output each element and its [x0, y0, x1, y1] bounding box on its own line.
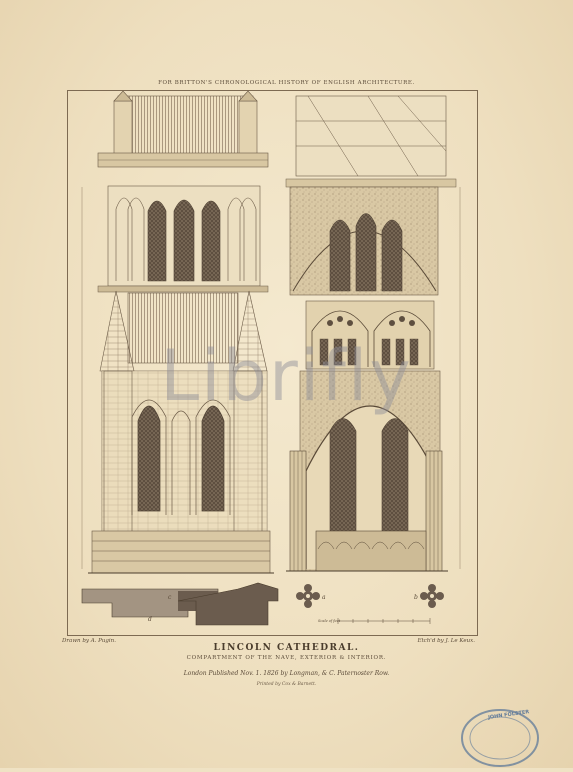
plan-label-c: c	[168, 594, 172, 601]
series-caption: FOR BRITTON'S CHRONOLOGICAL HISTORY OF E…	[158, 80, 415, 86]
plate-title: LINCOLN CATHEDRAL.	[213, 643, 360, 653]
etched-by-credit: Etch'd by J. Le Keux.	[417, 638, 475, 644]
library-stamp-icon	[461, 709, 539, 767]
interior-elevation	[81, 95, 461, 572]
plate-subtitle: COMPARTMENT OF THE NAVE, EXTERIOR & INTE…	[186, 655, 387, 661]
cathedral-elevation-drawing: d c a b	[81, 91, 461, 626]
engraving-plate: d c a b	[67, 90, 478, 636]
ground-plans: d c a b	[81, 582, 444, 626]
scale-label: Scale of feet	[318, 619, 341, 623]
exterior-elevation	[88, 91, 274, 574]
printer-line: Printed by Cox & Barnett.	[256, 682, 317, 687]
plan-label-d: d	[148, 616, 152, 623]
plan-label-b: b	[414, 594, 418, 601]
plan-label-a: a	[322, 594, 326, 601]
watermark: Librifly	[160, 335, 413, 417]
publication-line: London Published Nov. 1. 1826 by Longman…	[183, 670, 390, 677]
drawn-by-credit: Drawn by A. Pugin.	[62, 638, 116, 644]
